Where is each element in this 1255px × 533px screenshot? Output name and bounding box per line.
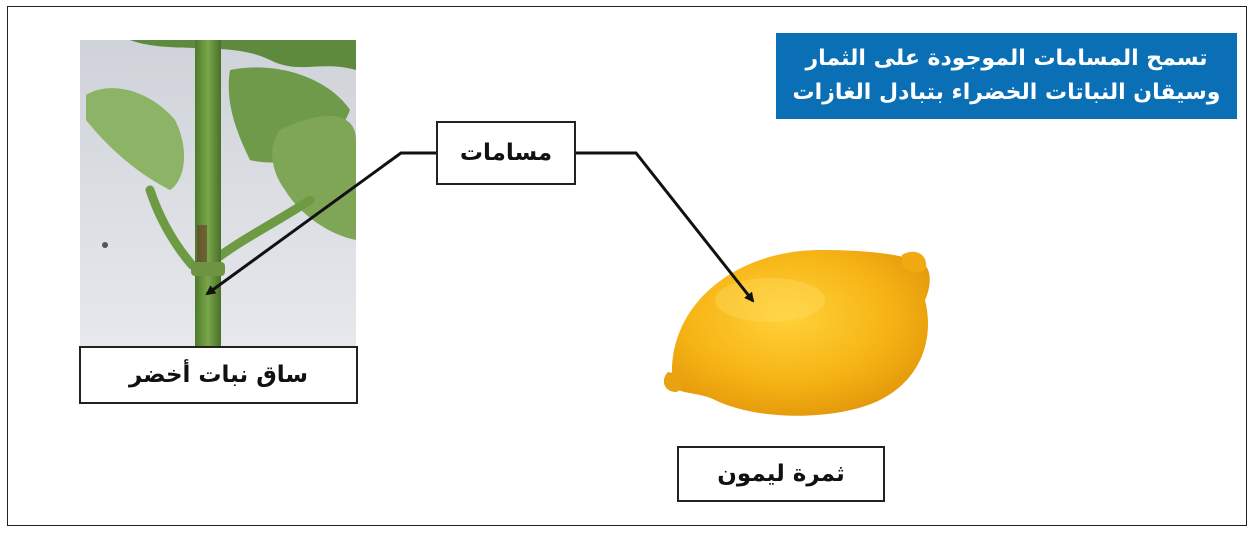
stem-pointer-arrow — [205, 151, 437, 296]
right-leaf — [272, 116, 356, 240]
info-line-1: تسمح المسامات الموجودة على الثمار — [805, 46, 1208, 71]
pointer-lines — [205, 151, 755, 303]
lemon-pointer-arrow — [575, 151, 755, 303]
info-callout: تسمح المسامات الموجودة على الثمار وسيقان… — [776, 33, 1237, 119]
stem-shaft — [195, 40, 221, 346]
plant-stem-image — [80, 40, 356, 346]
pores-label: مسامات — [436, 121, 576, 185]
lemon-label: ثمرة ليمون — [677, 446, 885, 502]
left-leaf — [86, 88, 185, 190]
stem-label: ساق نبات أخضر — [79, 346, 358, 404]
lemon-image — [663, 250, 930, 416]
upper-leaf — [130, 40, 356, 70]
info-line-2: وسيقان النباتات الخضراء بتبادل الغازات — [792, 80, 1221, 105]
